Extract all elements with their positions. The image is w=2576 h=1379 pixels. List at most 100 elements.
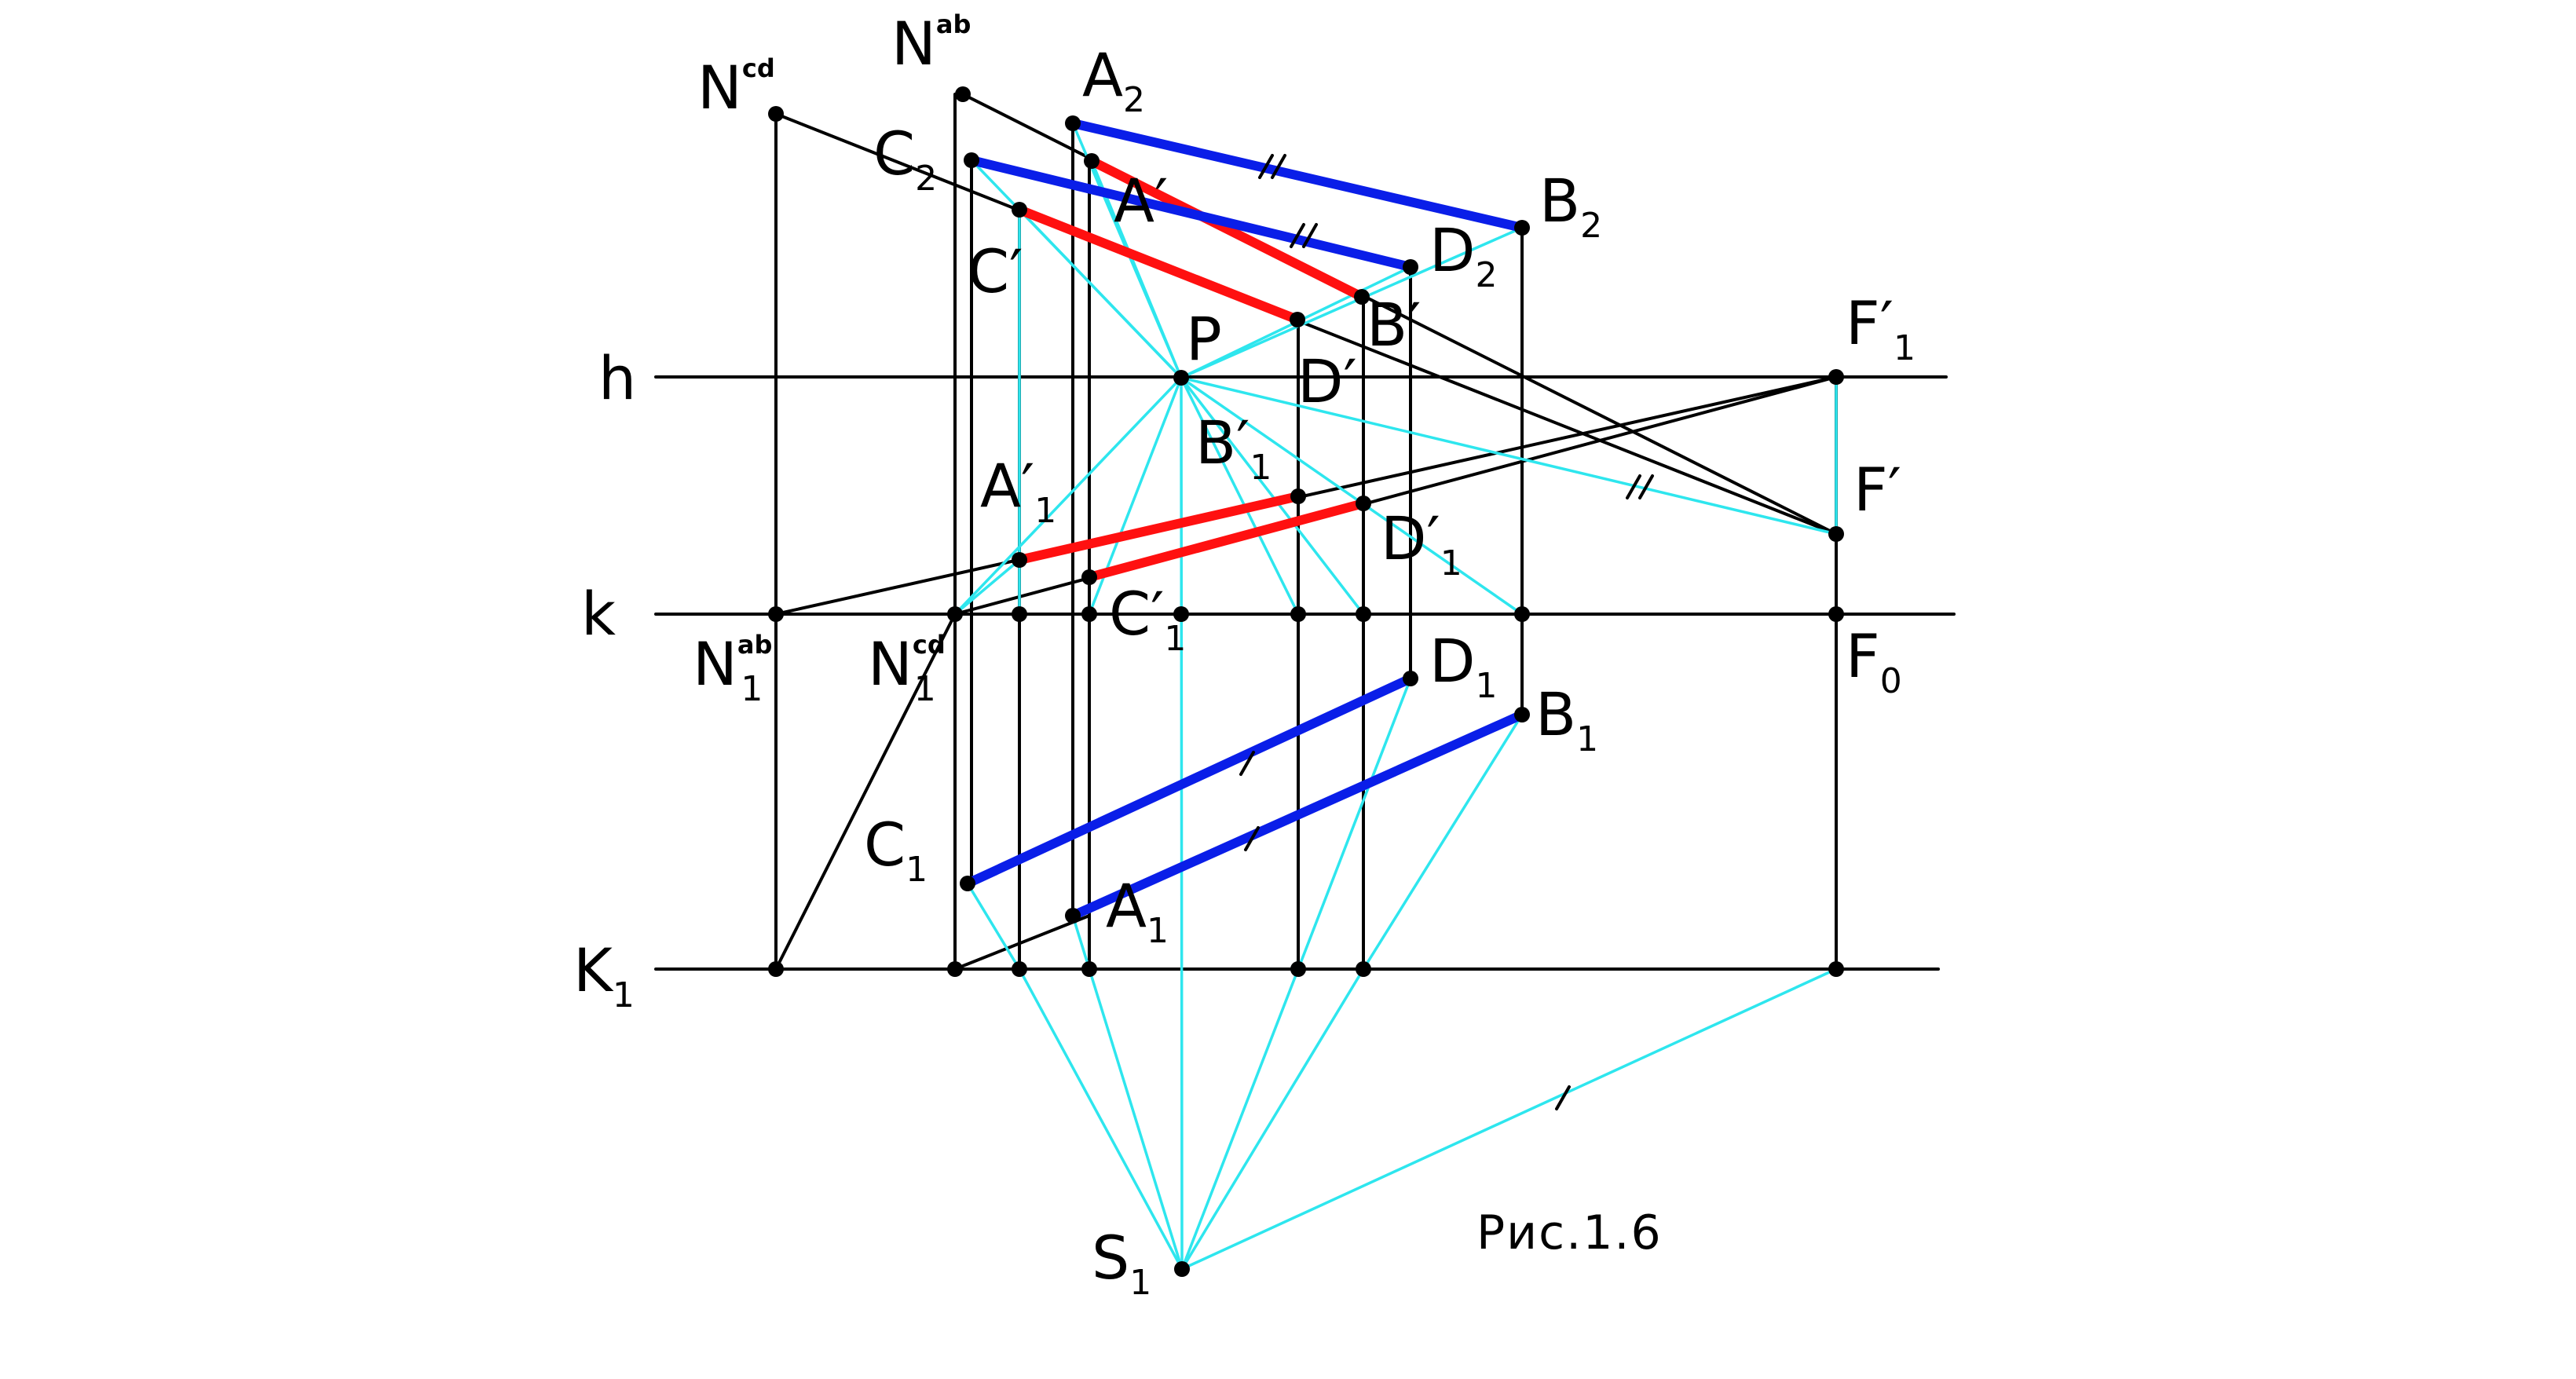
label-S1-sub: 1 — [1129, 1263, 1151, 1303]
label-D1-main: D — [1429, 626, 1476, 696]
point-31 — [768, 961, 784, 977]
segment-A2-B2 — [1068, 119, 1527, 232]
label-D1-prime-main: D′ — [1381, 503, 1440, 573]
label-D-prime-main: D′ — [1297, 346, 1357, 416]
point-6 — [1084, 153, 1100, 169]
label-C-prime-main: C′ — [968, 236, 1023, 306]
point-23 — [947, 606, 963, 622]
tick-mark-4 — [1244, 826, 1260, 851]
tick-mark-5 — [1555, 1085, 1571, 1110]
label-B1-prime-main: B′ — [1195, 408, 1250, 477]
label-A2-main: A — [1082, 40, 1123, 110]
point-9 — [1290, 312, 1305, 327]
point-37 — [1828, 961, 1844, 977]
label-N-ab-main: N — [891, 9, 936, 79]
point-19 — [960, 876, 975, 891]
red-perspective-segments — [1015, 156, 1368, 582]
segment-C1-D1-perspective — [1085, 499, 1368, 582]
label-A1-prime: A′1 — [980, 451, 1056, 531]
label-line-h: h — [598, 343, 636, 413]
cyan-line-19 — [1180, 376, 1524, 616]
label-P: P — [1186, 304, 1222, 374]
point-10 — [1173, 370, 1189, 386]
label-N1-cd-sub: 1 — [914, 669, 936, 709]
label-F1-prime-main: F′ — [1846, 288, 1894, 358]
label-A1-prime-sub: 1 — [1034, 491, 1056, 531]
point-3 — [964, 152, 979, 168]
label-B1-prime-sub: 1 — [1250, 448, 1272, 488]
point-25 — [1081, 606, 1097, 622]
label-B1: B1 — [1535, 679, 1598, 759]
label-S1: S1 — [1092, 1223, 1151, 1303]
label-D1-sub: 1 — [1476, 666, 1498, 706]
label-N-cd-sup: cd — [742, 53, 775, 83]
label-B2: B2 — [1539, 166, 1602, 246]
point-26 — [1173, 606, 1189, 622]
point-24 — [1012, 606, 1027, 622]
segment-A1-B1-perspective — [1015, 492, 1303, 565]
label-F0-main: F — [1846, 621, 1880, 691]
label-F1-prime-sub: 1 — [1894, 328, 1916, 368]
label-D1-prime-sub: 1 — [1440, 543, 1462, 583]
point-33 — [1012, 961, 1027, 977]
label-N-cd-main: N — [697, 53, 742, 123]
cyan-line-23 — [953, 558, 1021, 616]
label-F1-prime: F′1 — [1846, 288, 1916, 368]
label-D1-prime: D′1 — [1381, 503, 1462, 583]
point-7 — [1012, 202, 1027, 218]
segment-A1-B1 — [1068, 710, 1527, 920]
label-P-main: P — [1186, 304, 1222, 374]
point-32 — [947, 961, 963, 977]
tick-mark-1 — [1290, 223, 1305, 248]
black-construction-lines — [654, 93, 1956, 971]
line-K1-A1 — [953, 914, 1091, 971]
tick-mark-1 — [1302, 223, 1318, 248]
label-F0-sub: 0 — [1880, 661, 1902, 701]
label-D-prime: D′ — [1297, 346, 1357, 416]
cyan-line-2 — [1180, 967, 1300, 1271]
point-15 — [1356, 496, 1371, 511]
cyan-line-15 — [953, 376, 1183, 616]
point-28 — [1356, 606, 1371, 622]
point-8 — [1354, 289, 1370, 305]
label-line-K1-main: K — [573, 935, 614, 1005]
point-16 — [1081, 569, 1097, 585]
label-C1-sub: 1 — [906, 850, 928, 890]
cyan-line-5 — [1180, 967, 1838, 1271]
point-21 — [1174, 1261, 1190, 1277]
label-B2-sub: 2 — [1580, 206, 1602, 246]
point-5 — [1403, 259, 1418, 275]
point-12 — [1828, 526, 1844, 542]
label-D2-sub: 2 — [1476, 255, 1498, 295]
label-A1-main: A — [1106, 871, 1147, 941]
label-F0: F0 — [1846, 621, 1902, 701]
label-C1-prime-main: C′ — [1109, 579, 1164, 649]
label-N-ab: Nab — [891, 9, 971, 79]
label-A-prime: A′ — [1114, 166, 1168, 236]
point-2 — [1065, 115, 1081, 131]
label-A1: A1 — [1106, 871, 1169, 951]
tick-mark-3 — [1239, 751, 1255, 776]
label-A-prime-main: A′ — [1114, 166, 1168, 236]
point-27 — [1290, 606, 1306, 622]
cyan-line-14 — [1180, 376, 1838, 536]
point-14 — [1012, 552, 1027, 568]
construction-points — [768, 86, 1844, 1277]
point-30 — [1828, 606, 1844, 622]
tick-mark-2 — [1638, 474, 1654, 499]
label-N-ab-sup: ab — [936, 9, 971, 39]
cyan-line-4 — [1180, 376, 1184, 1271]
tick-mark-0 — [1258, 154, 1274, 179]
cyan-line-7 — [1071, 914, 1091, 971]
cyan-line-20 — [1018, 208, 1183, 379]
segment-C1-D1 — [963, 674, 1415, 888]
label-C-prime: C′ — [968, 236, 1023, 306]
line-N1ab-F1 — [774, 375, 1838, 616]
label-C1-main: C — [864, 810, 906, 880]
point-18 — [1514, 707, 1530, 722]
point-13 — [1290, 488, 1306, 504]
label-B-prime: B′ — [1367, 290, 1421, 360]
